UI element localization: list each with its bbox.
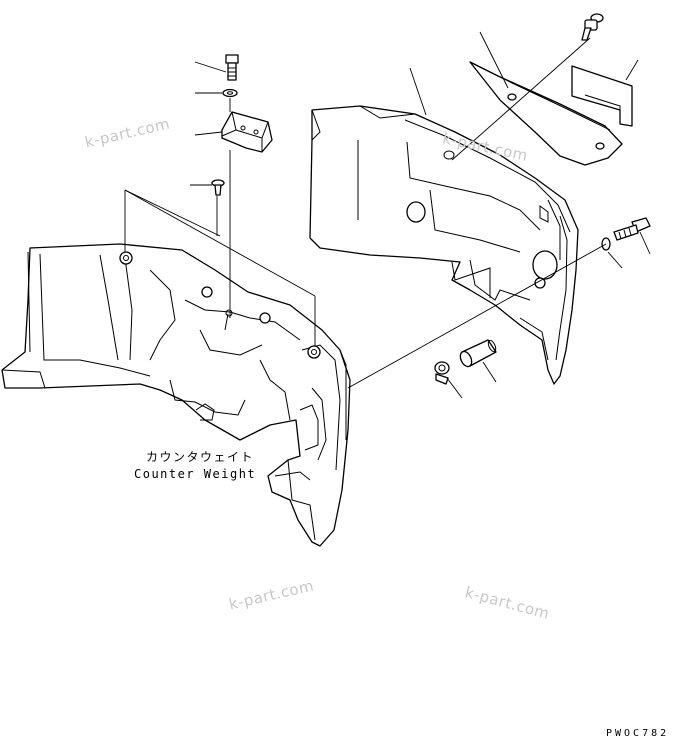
counterweight-rear-cover [309,105,579,385]
counterweight-label-jp: カウンタウェイト [146,450,255,464]
clip-ring [434,361,450,385]
figure-code: PWOC782 [606,728,670,739]
plug-cap [459,339,497,368]
screw-top [581,13,604,41]
counterweight-body [1,243,351,547]
bolt-small [225,54,239,81]
warning-label [571,65,633,127]
counterweight-label-en: Counter Weight [134,467,257,481]
rivet-pin [211,179,225,196]
washer-small [222,88,238,98]
bolt-large [613,217,651,241]
mounting-bracket [221,111,273,153]
leader-lines [124,31,651,399]
